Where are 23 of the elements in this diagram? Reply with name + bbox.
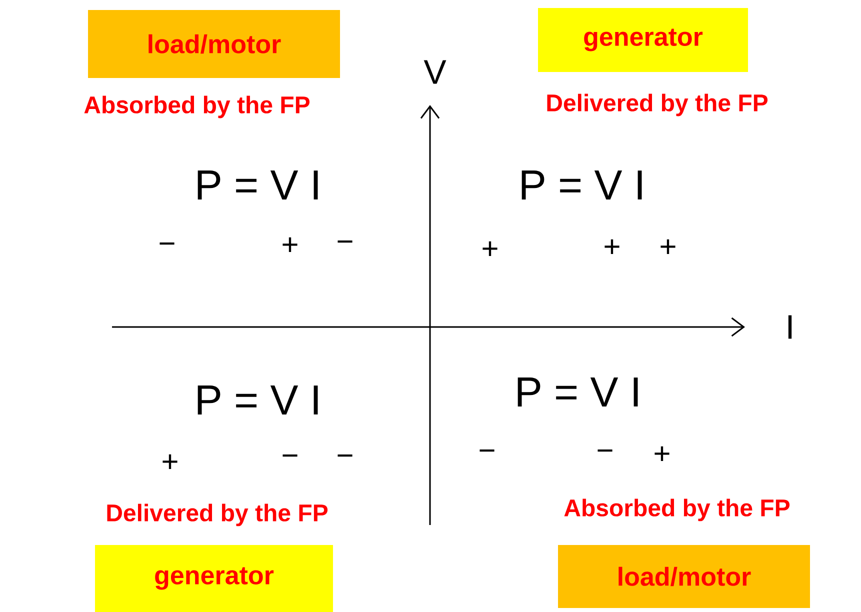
- sign-label: −: [160, 242, 174, 245]
- power-equation: P = V I: [522, 170, 642, 200]
- sign-label: −: [338, 240, 352, 243]
- sign-label: −: [598, 449, 612, 452]
- sign-label: +: [604, 239, 620, 254]
- axis-label: V: [424, 60, 446, 84]
- sign-label: +: [482, 241, 498, 256]
- power-note: Absorbed by the FP: [564, 498, 790, 522]
- role-box: load/motor: [558, 545, 810, 608]
- sign-label: +: [162, 454, 178, 470]
- axis-label: I: [788, 315, 792, 339]
- sign-label: −: [282, 454, 298, 457]
- sign-label: +: [282, 237, 298, 252]
- power-equation: P = V I: [198, 386, 318, 414]
- sign-label: −: [338, 454, 352, 457]
- role-box: load/motor: [88, 10, 340, 78]
- power-equation: P = V I: [518, 378, 638, 406]
- sign-label: +: [660, 239, 676, 254]
- power-equation: P = V I: [198, 170, 318, 200]
- role-box: generator: [538, 8, 748, 72]
- sign-label: −: [480, 449, 494, 452]
- role-box: generator: [95, 545, 333, 612]
- sign-label: +: [654, 446, 670, 462]
